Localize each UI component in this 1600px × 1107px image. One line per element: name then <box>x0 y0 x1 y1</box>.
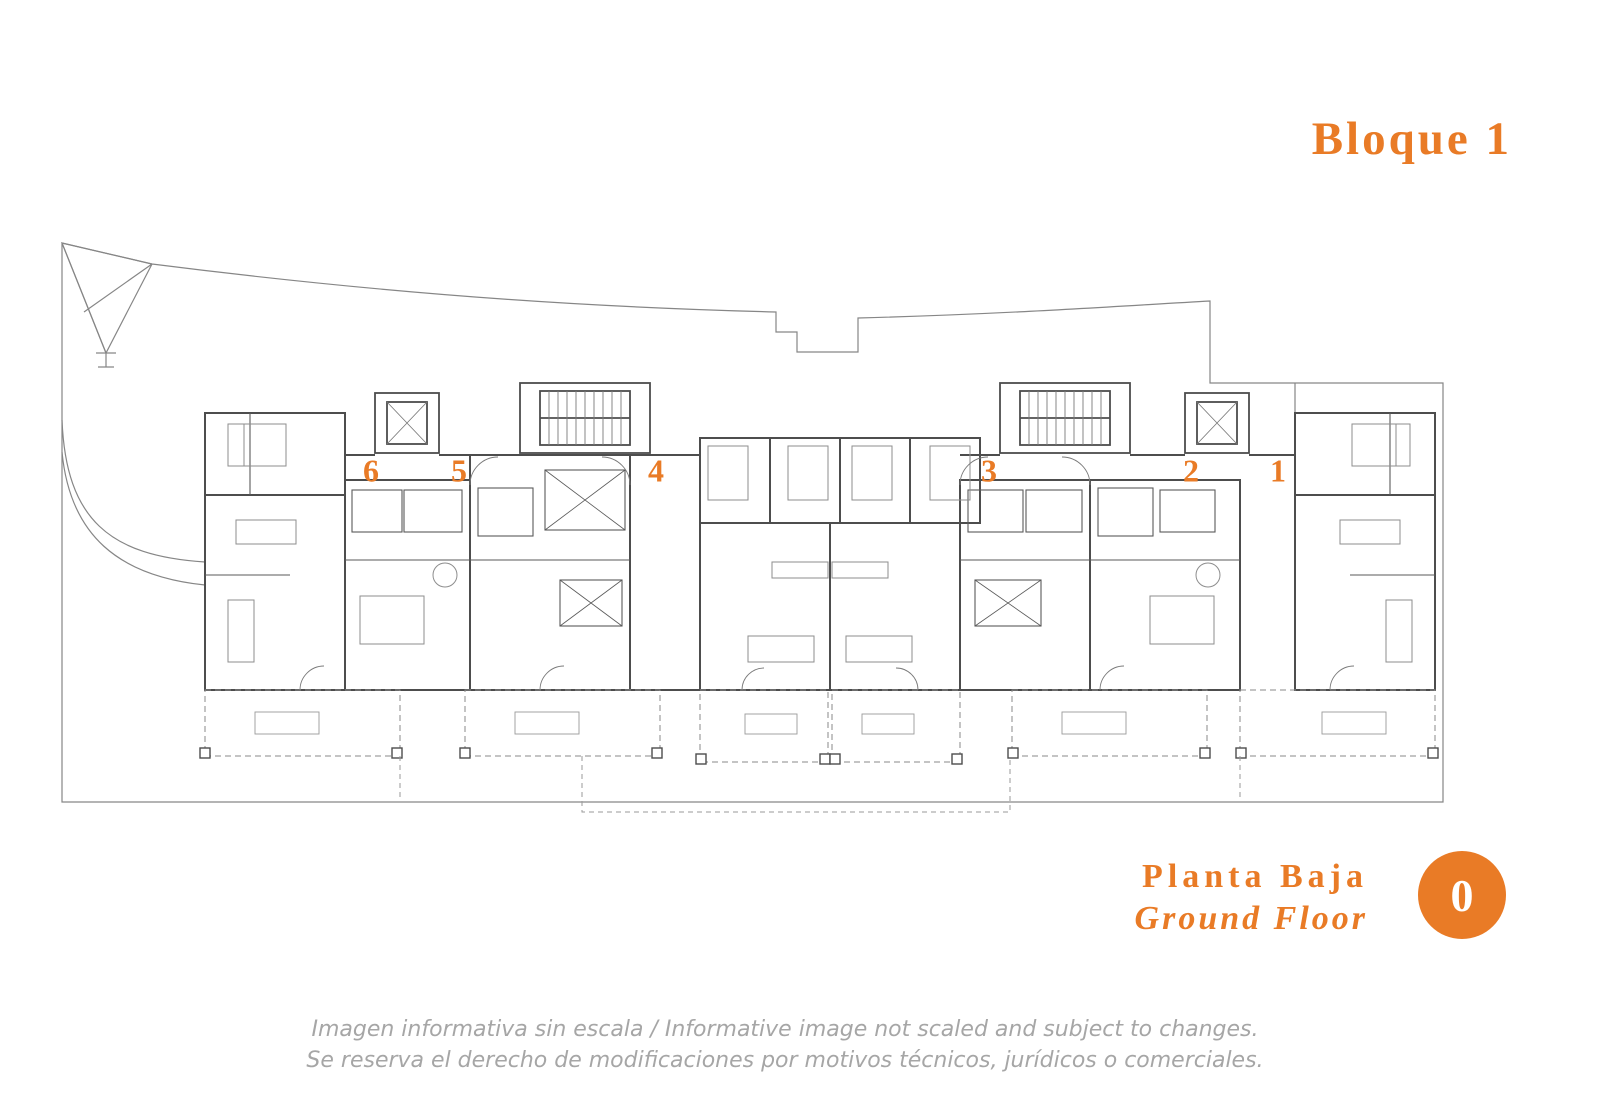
unit-number-1: 1 <box>1270 452 1286 489</box>
unit-number-5: 5 <box>451 452 467 489</box>
floor-title-en: Ground Floor <box>1134 900 1368 937</box>
door-arcs <box>299 456 1355 691</box>
disclaimer: Imagen informativa sin escala / Informat… <box>160 1014 1410 1076</box>
unit-number-2: 2 <box>1183 452 1199 489</box>
interior-partitions <box>205 413 1435 627</box>
floor-title: Planta Baja Ground Floor <box>1135 856 1368 940</box>
floor-title-es: Planta Baja <box>1142 858 1368 895</box>
block-title: Bloque 1 <box>1311 113 1512 165</box>
unit-number-4: 4 <box>648 452 664 489</box>
unit-number-6: 6 <box>363 452 379 489</box>
floor-level-number: 0 <box>1450 869 1474 921</box>
plot-lines <box>399 756 1241 813</box>
elevator-right <box>1184 392 1250 454</box>
unit-number-3: 3 <box>981 452 997 489</box>
stair-core-left <box>519 382 651 454</box>
stair-core-right <box>999 382 1131 454</box>
elevator-left <box>374 392 440 454</box>
building-walls <box>204 412 1436 691</box>
disclaimer-line-1: Imagen informativa sin escala / Informat… <box>311 1017 1259 1042</box>
site-boundary <box>61 242 1444 803</box>
terrace-furniture <box>254 711 1387 735</box>
furniture <box>227 423 1413 663</box>
terraces <box>204 689 1436 763</box>
disclaimer-line-2: Se reserva el derecho de modificaciones … <box>306 1048 1264 1073</box>
columns <box>199 747 1439 765</box>
floor-level-badge: 0 <box>1418 851 1506 939</box>
